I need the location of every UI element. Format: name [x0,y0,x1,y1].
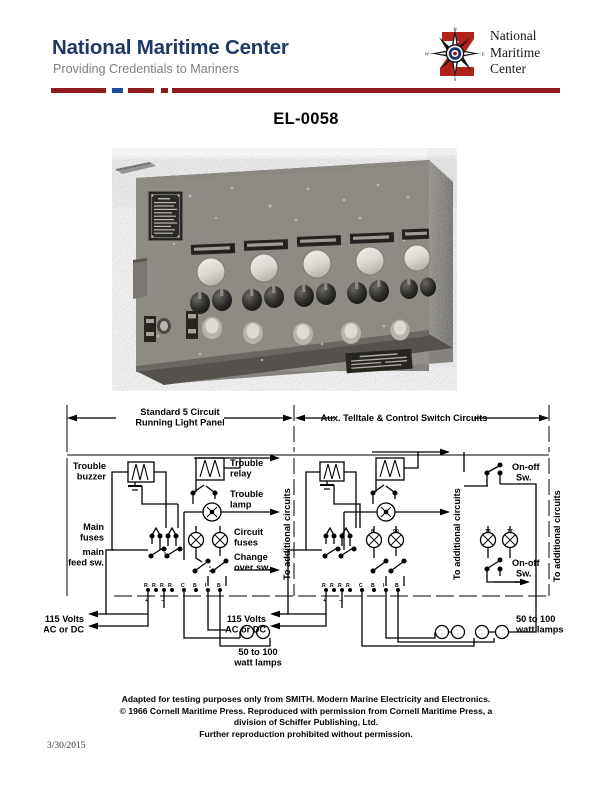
fuse-toggle-row [144,311,410,345]
diagram-section-label-left-line2: Running Light Panel [135,417,224,427]
organization-title: National Maritime Center [52,36,289,59]
instruction-nameplate [148,191,183,241]
header-divider-rule [51,88,560,93]
diagram-section-label-left-line1: Standard 5 Circuit [140,407,219,417]
svg-text:S: S [454,77,457,82]
label-to-additional-circuits-right: To additional circuits [552,490,562,582]
svg-text:−: − [161,598,164,604]
label-main-fuses-line2: fuses [80,533,104,543]
svg-text:C: C [359,583,363,589]
svg-text:R: R [144,583,148,589]
label-change-over-sw-line1: Change [234,552,268,562]
logo-wordmark-line1: National [490,28,537,43]
label-watt-lamps-right-line2: watt lamps [515,625,563,635]
label-on-off-sw-2-line1: On-off [512,558,540,568]
svg-text:W: W [425,51,430,56]
rule-gap-a [106,88,112,93]
svg-text:N: N [453,27,457,32]
rule-gap-d [168,88,172,93]
copyright-caption: Adapted for testing purposes only from S… [56,694,556,740]
rule-gap-c [154,88,161,93]
svg-text:B: B [371,583,375,589]
label-trouble-relay-line1: Trouble [230,458,263,468]
svg-text:C: C [181,583,185,589]
svg-text:R: R [160,583,164,589]
label-on-off-sw-1-line2: Sw. [516,473,532,483]
label-watt-lamps-right-line1: 50 to 100 [516,614,555,624]
rule-gap-b [123,88,128,93]
document-code: EL-0058 [273,110,339,128]
label-watt-lamps-left-line2: watt lamps [233,658,281,668]
svg-text:76: 76 [485,529,491,535]
circuit-diagram: Standard 5 Circuit Running Light Panel A… [43,400,568,675]
label-on-off-sw-1-line1: On-off [512,462,540,472]
label-main-fuses-line1: Main [83,522,104,532]
svg-text:8: 8 [371,529,374,535]
svg-text:R: R [168,583,172,589]
caption-line-1: Adapted for testing purposes only from S… [121,694,491,704]
label-trouble-buzzer-line2: buzzer [77,472,107,482]
svg-text:B: B [217,583,221,589]
svg-text:R: R [152,583,156,589]
svg-text:99: 99 [393,529,399,535]
label-trouble-lamp-line2: lamp [230,500,252,510]
rotary-knob-row [189,277,437,314]
document-date: 3/30/2015 [47,741,86,751]
label-trouble-lamp-line1: Trouble [230,489,263,499]
label-trouble-buzzer-line1: Trouble [73,461,106,471]
organization-tagline: Providing Credentials to Mariners [53,62,240,76]
label-circuit-fuses-line1: Circuit [234,527,263,537]
compass-rose-icon: N S W E [424,26,486,82]
label-to-additional-circuits-mid: To additional circuits [452,488,462,580]
caption-line-4: Further reproduction prohibited without … [199,728,413,739]
svg-text:R: R [346,583,350,589]
svg-text:R: R [338,583,342,589]
label-trouble-relay-line2: relay [230,469,252,479]
svg-text:B: B [395,583,399,589]
svg-text:E: E [482,51,485,56]
label-volts-right-line2: AC or DC [225,625,266,635]
rule-blue-segment [112,88,123,93]
logo-wordmark: National Maritime Center [490,28,540,78]
label-to-additional-circuits-left: To additional circuits [282,488,292,580]
logo-wordmark-line3: Center [490,61,526,76]
label-volts-right-line1: 115 Volts [227,614,266,624]
label-on-off-sw-2-line2: Sw. [516,569,532,579]
page-header: National Maritime Center Providing Crede… [0,0,612,104]
label-main-feed-sw-line1: main [83,547,105,557]
diagram-section-label-right: Aux. Telltale & Control Switch Circuits [321,413,488,423]
label-volts-left-line1: 115 Volts [45,614,84,624]
caption-line-3: division of Schiffer Publishing, Ltd. [233,717,379,728]
nmc-logo: N S W E National Maritime Center [424,26,564,82]
svg-text:R: R [330,583,334,589]
svg-text:I: I [205,583,207,589]
label-circuit-fuses-line2: fuses [234,538,258,548]
label-main-feed-sw-line2: feed sw. [68,558,104,568]
svg-text:B: B [193,583,197,589]
svg-text:R: R [322,583,326,589]
label-change-over-sw-line2: over sw. [234,563,270,573]
logo-wordmark-line2: Maritime [490,44,541,60]
svg-text:77: 77 [507,529,513,535]
svg-text:+: + [145,598,148,604]
svg-text:+: + [323,598,326,604]
label-volts-left-line2: AC or DC [44,625,84,635]
svg-text:−: − [339,598,342,604]
manufacturer-nameplate [345,348,413,374]
label-watt-lamps-left-line1: 50 to 100 [238,647,277,657]
running-light-panel-photo [112,148,457,391]
caption-line-2: © 1966 Cornell Maritime Press. Reproduce… [119,705,493,716]
svg-text:I: I [383,583,385,589]
